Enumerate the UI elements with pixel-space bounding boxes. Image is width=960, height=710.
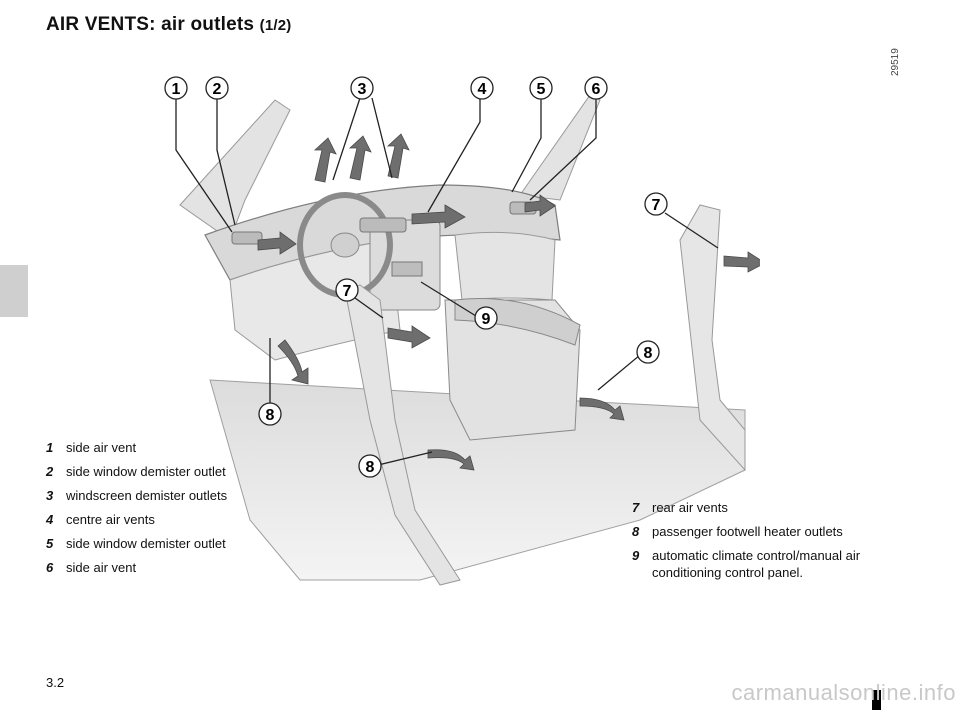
callout-4: 4 — [470, 76, 494, 100]
leader-8c — [597, 354, 641, 391]
callout-8-left: 8 — [258, 402, 282, 426]
legend-item: 1 side air vent — [46, 436, 227, 460]
legend-item: 6 side air vent — [46, 556, 227, 580]
callouts: 1 2 3 4 5 6 7 7 8 8 8 9 — [164, 76, 668, 478]
legend-text: centre air vents — [66, 512, 155, 527]
callout-label: 7 — [343, 283, 352, 300]
section-tab — [0, 265, 28, 317]
callout-label: 6 — [592, 81, 601, 98]
vent-1 — [231, 231, 263, 245]
glovebox — [454, 231, 556, 301]
legend-item: 9 automatic climate control/manual air co… — [632, 544, 912, 581]
legend-text: windscreen demister outlets — [66, 488, 228, 503]
callout-label: 8 — [266, 407, 275, 424]
watermark: carmanualsonline.info — [731, 680, 956, 705]
arrow-centre-vent — [411, 204, 466, 229]
leader-3a — [332, 97, 361, 181]
arrow-demister-2 — [348, 135, 372, 181]
title-part: (1/2) — [259, 17, 292, 34]
arrow-side-vent-right — [524, 194, 556, 217]
arrow-demister-1 — [313, 137, 337, 183]
callout-label: 8 — [366, 459, 375, 476]
legend-text: side air vent — [66, 440, 137, 455]
legend-item: 4 centre air vents — [46, 508, 227, 532]
callout-label: 5 — [537, 81, 546, 98]
callout-label: 1 — [172, 81, 181, 98]
legend-num: 6 — [46, 560, 54, 575]
callout-label: 8 — [644, 345, 653, 362]
figure-id: 29519 — [890, 48, 901, 76]
leader-lines — [175, 97, 719, 466]
legend-right: 7 rear air vents 8 passenger footwell heat… — [632, 496, 912, 581]
leader-6 — [529, 98, 597, 201]
a-pillar-right — [519, 94, 601, 201]
legend-item: 3 windscreen demister outlets — [46, 484, 227, 508]
callout-label: 3 — [358, 81, 367, 98]
callout-label: 4 — [478, 81, 487, 98]
climate-panel — [391, 261, 423, 277]
legend-item: 2 side window demister outlet — [46, 460, 227, 484]
callout-label: 7 — [652, 197, 661, 214]
callout-8-centre: 8 — [358, 454, 382, 478]
callout-label: 9 — [482, 311, 491, 328]
arrow-demister-3 — [386, 133, 410, 179]
callout-3: 3 — [350, 76, 374, 100]
arrow-rear-vent-front — [387, 325, 431, 349]
legend-text: side window demister outlet — [66, 536, 226, 551]
legend-num: 3 — [46, 488, 54, 503]
leader-7a — [664, 212, 719, 249]
leader-1 — [175, 98, 233, 233]
legend-num: 2 — [46, 464, 54, 479]
callout-7-rear: 7 — [644, 192, 668, 216]
leader-9 — [420, 281, 477, 317]
arrow-rear-vent-pillar — [723, 251, 760, 273]
arrow-footwell-left — [277, 339, 309, 385]
legend-num: 4 — [46, 512, 54, 527]
callout-8-right: 8 — [636, 340, 660, 364]
legend-item: 7 rear air vents — [632, 496, 912, 520]
callout-7-front: 7 — [335, 278, 359, 302]
callout-9: 9 — [474, 306, 498, 330]
b-pillar-front — [344, 284, 461, 586]
legend-num: 9 — [632, 548, 640, 563]
arrow-footwell-right — [579, 397, 625, 421]
leader-2 — [216, 98, 236, 226]
callout-5: 5 — [529, 76, 553, 100]
page-number: 3.2 — [46, 675, 65, 690]
legend-left: 1 side air vent 2 side window demister out… — [46, 436, 227, 580]
legend-text: rear air vents — [652, 500, 728, 515]
arrow-footwell-centre — [427, 449, 475, 471]
legend-num: 1 — [46, 440, 54, 455]
leader-8b — [377, 451, 433, 466]
callout-2: 2 — [205, 76, 229, 100]
legend-num: 7 — [632, 500, 640, 515]
legend-item: 5 side window demister outlet — [46, 532, 227, 556]
legend-text: side air vent — [66, 560, 137, 575]
arrow-side-vent — [257, 231, 297, 255]
legend-text: passenger footwell heater outlets — [652, 524, 843, 539]
legend-text: automatic climate control/manual air con… — [652, 548, 861, 580]
page-title: AIR VENTS: air outlets (1/2) — [46, 14, 291, 36]
leader-5 — [511, 98, 542, 193]
legend-num: 5 — [46, 536, 54, 551]
airflow-arrows — [257, 133, 760, 471]
legend-item: 8 passenger footwell heater outlets — [632, 520, 912, 544]
leader-3b — [371, 97, 393, 179]
leader-7b — [354, 297, 384, 319]
legend-text: side window demister outlet — [66, 464, 226, 479]
callout-label: 2 — [213, 81, 222, 98]
callout-1: 1 — [164, 76, 188, 100]
title-text: AIR VENTS: air outlets — [46, 14, 255, 35]
vent-4 — [359, 217, 407, 233]
floor-shape — [209, 379, 746, 581]
leader-4 — [427, 98, 481, 213]
callout-6: 6 — [584, 76, 608, 100]
air-vents-diagram: 1 2 3 4 5 6 7 7 8 8 8 9 — [164, 76, 760, 586]
b-pillar-right — [679, 204, 746, 472]
legend-num: 8 — [632, 524, 640, 539]
end-of-section-mark — [872, 690, 881, 710]
